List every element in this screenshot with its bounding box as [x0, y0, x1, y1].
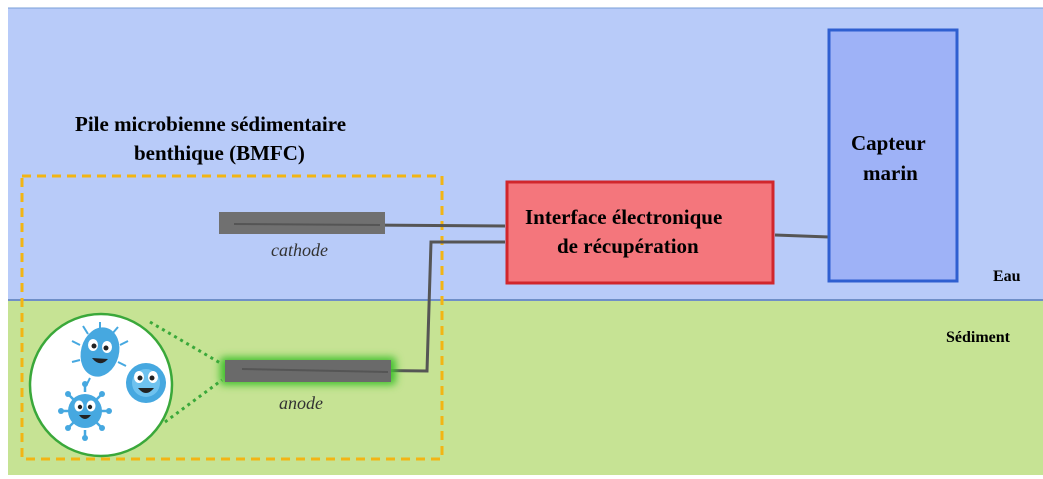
sediment-label: Sédiment — [946, 329, 1010, 346]
water-label: Eau — [993, 268, 1021, 285]
interface-box — [505, 180, 775, 285]
bmfc-title-line2: benthique (BMFC) — [134, 141, 305, 165]
sediment-region — [8, 300, 1043, 475]
interface-label-line1: Interface électronique — [525, 205, 723, 229]
bmfc-boundary — [20, 174, 444, 461]
microbe-icon — [71, 322, 129, 387]
sensor-wire — [774, 233, 830, 239]
microbe-icon — [58, 381, 112, 441]
anode-label: anode — [279, 393, 323, 413]
cathode-electrode — [219, 212, 385, 234]
sensor-box — [827, 28, 959, 283]
sensor-label-line1: Capteur — [851, 131, 926, 155]
microbe-icon — [126, 363, 166, 403]
bmfc-title-line1: Pile microbienne sédimentaire — [75, 112, 347, 136]
cathode-label: cathode — [271, 240, 328, 260]
sensor-label-line2: marin — [863, 161, 918, 185]
interface-label-line2: de récupération — [557, 234, 699, 258]
microbe-zoom-circle — [28, 312, 174, 458]
zoom-line-bottom — [164, 378, 223, 424]
